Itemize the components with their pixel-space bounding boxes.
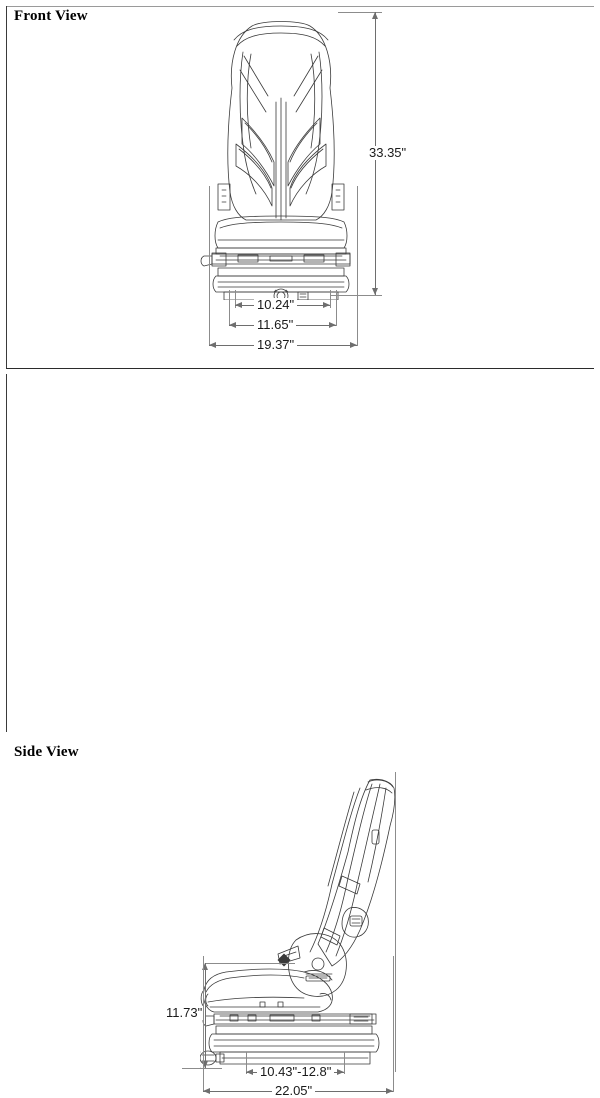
sheet-top-rule [6, 6, 594, 7]
dim-label-overall-height: 33.35" [366, 146, 410, 160]
ext-line-1024-left [235, 290, 236, 308]
arrow-2205-left [203, 1087, 210, 1094]
ext-line-1937-left [209, 186, 210, 346]
arrow-1024-right [323, 301, 330, 308]
arrow-height-down [371, 288, 378, 295]
dim-label-overall-depth: 22.05" [272, 1084, 316, 1098]
dim-label-seat-height: 11.73" [163, 1006, 206, 1020]
side-view-panel: Side View [0, 368, 600, 1098]
ext-line-1165-right [336, 290, 337, 326]
side-view-title: Side View [14, 744, 79, 760]
front-view-title: Front View [14, 8, 88, 24]
ext-line-2205-right [393, 956, 394, 1092]
ext-line-height-bottom [330, 295, 382, 296]
arrow-travel-right [337, 1068, 344, 1075]
arrow-1024-left [235, 301, 242, 308]
front-view-seat-drawing [196, 10, 366, 300]
ext-line-travel-right [344, 1052, 345, 1074]
ext-line-height-top [338, 12, 382, 13]
front-view-panel: Front View [0, 0, 600, 368]
dim-label-rail-travel: 10.43"-12.8" [257, 1065, 335, 1079]
ext-line-rear-reference [395, 772, 396, 1072]
side-view-seat-drawing [200, 768, 420, 1068]
ext-line-2205-left [203, 956, 204, 1092]
ext-line-1173-top [205, 963, 295, 964]
arrow-height-up [371, 12, 378, 19]
panel-divider-rule [6, 368, 594, 369]
arrow-2205-right [386, 1087, 393, 1094]
dim-label-mid-base-width: 11.65" [254, 318, 297, 332]
ext-line-1173-bottom [182, 1068, 222, 1069]
arrow-travel-left [246, 1068, 253, 1075]
side-panel-left-border [6, 374, 7, 732]
front-panel-left-border [6, 6, 7, 368]
dim-label-inner-base-width: 10.24" [254, 298, 298, 312]
arrow-1937-right [350, 341, 357, 348]
dim-label-overall-width: 19.37" [254, 338, 298, 352]
arrow-1165-right [329, 321, 336, 328]
ext-line-1937-right [357, 186, 358, 346]
arrow-1937-left [209, 341, 216, 348]
arrow-1165-left [229, 321, 236, 328]
ext-line-1165-left [229, 290, 230, 326]
ext-line-1024-right [330, 290, 331, 308]
